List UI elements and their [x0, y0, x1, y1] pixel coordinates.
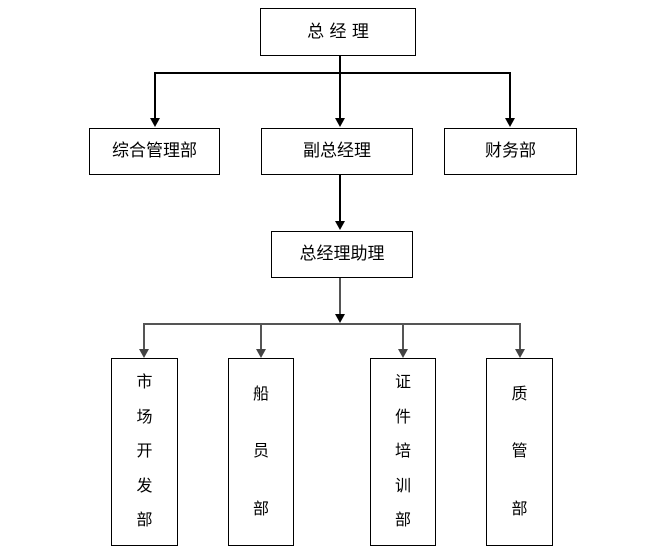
- node-quality-management-dept[interactable]: 质 管 部: [486, 358, 553, 546]
- connector-l4-drop-4: [519, 323, 521, 352]
- connector-l4-drop-3: [402, 323, 404, 352]
- arrow-down-icon-l3: [335, 221, 345, 230]
- node-label: 总经理助理: [299, 244, 385, 265]
- node-crew-dept[interactable]: 船 员 部: [228, 358, 294, 546]
- node-market-development-dept[interactable]: 市 场 开 发 部: [111, 358, 178, 546]
- node-char: 部: [136, 509, 153, 529]
- node-assistant-general-manager[interactable]: 总经理助理: [271, 231, 413, 278]
- node-char: 训: [394, 475, 411, 495]
- node-label: 总 经 理: [307, 21, 369, 42]
- arrow-down-icon-l2-center: [335, 118, 345, 127]
- arrow-down-icon-l4-stem: [335, 314, 345, 323]
- node-char: 市: [136, 372, 153, 392]
- arrow-down-icon-l2-left: [150, 118, 160, 127]
- node-comprehensive-management-dept[interactable]: 综合管理部: [89, 128, 220, 175]
- node-char: 培: [394, 441, 411, 461]
- node-finance-dept[interactable]: 财务部: [444, 128, 577, 175]
- node-certificate-training-dept[interactable]: 证 件 培 训 部: [370, 358, 436, 546]
- node-label: 综合管理部: [112, 141, 197, 162]
- node-char: 证: [394, 372, 411, 392]
- connector-l2-drop-left: [154, 72, 156, 120]
- connector-l2-drop-center: [339, 72, 341, 120]
- arrow-down-icon-l2-right: [505, 118, 515, 127]
- node-general-manager[interactable]: 总 经 理: [260, 8, 416, 56]
- arrow-down-icon-l4-4: [515, 349, 525, 358]
- node-char: 开: [136, 441, 153, 461]
- node-deputy-general-manager[interactable]: 副总经理: [261, 128, 413, 175]
- node-char: 场: [136, 406, 153, 426]
- node-label: 副总经理: [303, 141, 371, 162]
- connector-l1-stem: [339, 56, 341, 73]
- node-char: 件: [394, 406, 411, 426]
- connector-l2-drop-right: [509, 72, 511, 120]
- node-char: 管: [511, 441, 528, 461]
- node-char: 质: [511, 383, 528, 403]
- node-char: 发: [136, 475, 153, 495]
- node-char: 船: [252, 383, 269, 403]
- connector-l4-drop-2: [260, 323, 262, 352]
- node-char: 部: [511, 498, 528, 518]
- connector-l4-bus: [143, 323, 521, 325]
- arrow-down-icon-l4-3: [398, 349, 408, 358]
- node-char: 部: [394, 509, 411, 529]
- node-char: 部: [252, 498, 269, 518]
- connector-l2-bus: [154, 72, 511, 74]
- arrow-down-icon-l4-1: [139, 349, 149, 358]
- node-label: 财务部: [485, 141, 536, 162]
- node-char: 员: [252, 441, 269, 461]
- connector-l2-to-l3: [339, 175, 341, 223]
- connector-l3-stem: [339, 278, 341, 318]
- connector-l4-drop-1: [143, 323, 145, 352]
- arrow-down-icon-l4-2: [256, 349, 266, 358]
